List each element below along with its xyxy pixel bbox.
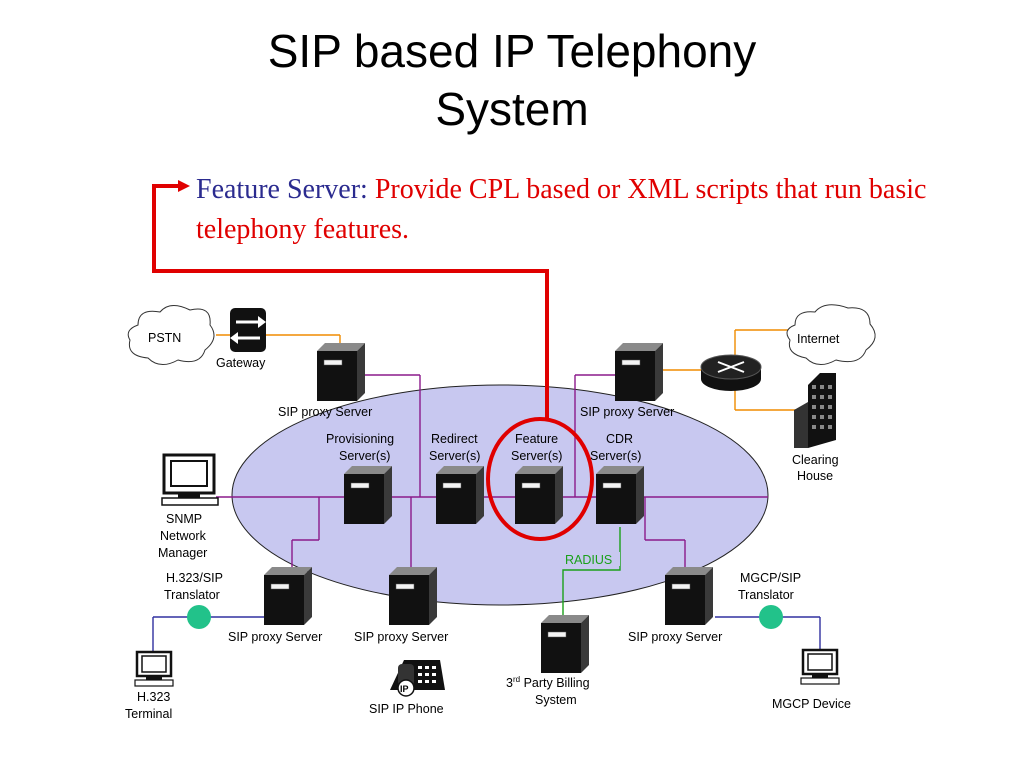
feature-server-description: Feature Server: Provide CPL based or XML… xyxy=(196,170,986,250)
radius-label: RADIUS xyxy=(565,553,612,567)
h323-translator-label-2: Translator xyxy=(164,588,220,602)
feature-server[interactable] xyxy=(514,465,564,525)
internet-cloud: Internet xyxy=(786,304,876,365)
callout-arrow-line xyxy=(152,184,549,420)
sip-proxy-server-bottom-left[interactable] xyxy=(263,566,313,626)
feature-label-1: Feature xyxy=(515,432,558,446)
gateway-label: Gateway xyxy=(216,356,266,370)
provisioning-label-1: Provisioning xyxy=(326,432,394,446)
cdr-server[interactable] xyxy=(595,465,645,525)
snmp-label-2: Network xyxy=(160,529,207,543)
redirect-server[interactable] xyxy=(435,465,485,525)
h323-terminal-icon[interactable] xyxy=(133,650,175,688)
sip-proxy-label-bottom-center: SIP proxy Server xyxy=(354,630,448,644)
sip-proxy-label-bottom-right: SIP proxy Server xyxy=(628,630,722,644)
sip-proxy-server-top-left[interactable] xyxy=(316,342,366,402)
cdr-label-1: CDR xyxy=(606,432,633,446)
callout-arrowhead xyxy=(178,180,190,192)
sip-proxy-server-bottom-right[interactable] xyxy=(664,566,714,626)
billing-server[interactable] xyxy=(540,614,590,674)
mgcp-translator-label-1: MGCP/SIP xyxy=(740,571,801,585)
redirect-label-2: Server(s) xyxy=(429,449,480,463)
h323-terminal-label-2: Terminal xyxy=(125,707,172,721)
slide-title-line-1: SIP based IP Telephony xyxy=(267,25,757,77)
sip-proxy-server-top-right[interactable] xyxy=(614,342,664,402)
snmp-label-1: SNMP xyxy=(166,512,202,526)
ip-badge: IP xyxy=(400,684,409,694)
h323-terminal-label-1: H.323 xyxy=(137,690,170,704)
gateway-icon xyxy=(230,308,266,352)
feature-label-2: Server(s) xyxy=(511,449,562,463)
slide-title-line-2: System xyxy=(435,83,589,135)
feature-server-highlight xyxy=(486,417,594,541)
h323-translator-label-1: H.323/SIP xyxy=(166,571,223,585)
radius-label-bg xyxy=(560,552,620,566)
provisioning-label-2: Server(s) xyxy=(339,449,390,463)
redirect-label-1: Redirect xyxy=(431,432,478,446)
clearing-house-label-1: Clearing xyxy=(792,453,839,467)
snmp-label-3: Manager xyxy=(158,546,207,560)
cdr-label-2: Server(s) xyxy=(590,449,641,463)
sip-proxy-label-bottom-left: SIP proxy Server xyxy=(228,630,322,644)
sip-proxy-server-bottom-center[interactable] xyxy=(388,566,438,626)
router-icon xyxy=(700,354,762,391)
h323-translator-node[interactable] xyxy=(187,605,211,629)
provisioning-server[interactable] xyxy=(343,465,393,525)
mgcp-device-icon[interactable] xyxy=(799,648,841,686)
mgcp-translator-label-2: Translator xyxy=(738,588,794,602)
billing-label-1: 3rd Party Billing xyxy=(506,675,590,690)
mgcp-translator-node[interactable] xyxy=(759,605,783,629)
building-icon xyxy=(794,373,836,448)
snmp-computer-icon[interactable] xyxy=(160,453,220,507)
sip-proxy-label-top-right: SIP proxy Server xyxy=(580,405,674,419)
sip-ip-phone-label: SIP IP Phone xyxy=(369,702,444,716)
sip-proxy-label-top-left: SIP proxy Server xyxy=(278,405,372,419)
clearing-house-label-2: House xyxy=(797,469,833,483)
mgcp-device-label: MGCP Device xyxy=(772,697,851,711)
description-lead: Feature Server: xyxy=(196,174,368,205)
internet-label: Internet xyxy=(797,332,840,346)
description-text: Provide CPL based or XML scripts that ru… xyxy=(196,174,927,245)
pstn-label: PSTN xyxy=(148,331,181,345)
pstn-cloud: PSTN xyxy=(127,305,215,365)
ip-phone-icon[interactable]: IP xyxy=(390,660,445,697)
radius-link xyxy=(562,527,621,615)
billing-label-2: System xyxy=(535,693,577,707)
sip-network-ellipse xyxy=(231,384,769,606)
